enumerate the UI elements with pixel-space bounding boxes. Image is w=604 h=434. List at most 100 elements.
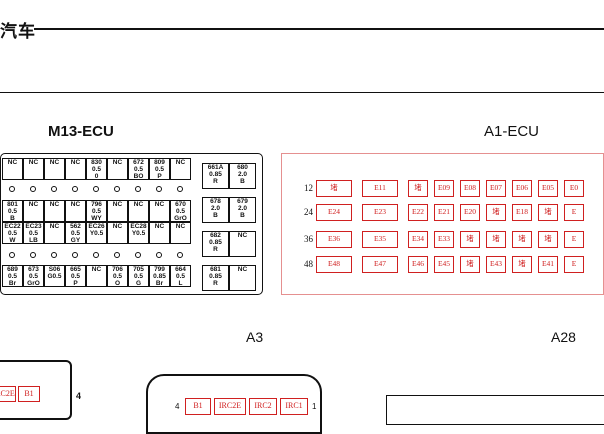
- m13-pin-cell: 796 0.5 WY: [86, 200, 107, 222]
- a1-pin: E09: [434, 180, 454, 197]
- a1-pin: E08: [460, 180, 480, 197]
- m13-pin-cell: NC: [149, 222, 170, 244]
- m13-pin-cell: NC: [23, 158, 44, 180]
- m13-pin-marker: [93, 186, 99, 192]
- m13-pin-marker: [72, 186, 78, 192]
- m13-right-pin-cell: 678 2.0 B: [202, 197, 229, 223]
- a1-pin: E: [564, 256, 584, 273]
- m13-pin-marker: [156, 186, 162, 192]
- m13-pin-cell: 799 0.85 Br: [149, 265, 170, 287]
- m13-pin-cell: S06 G0.5: [44, 265, 65, 287]
- m13-pin-cell: NC: [107, 158, 128, 180]
- a1-pin: E33: [434, 231, 454, 248]
- m13-pin-cell: NC: [2, 158, 23, 180]
- a1-pin: E0: [564, 180, 584, 197]
- page-title: 汽车: [0, 22, 36, 42]
- a1-row-number: 48: [304, 259, 313, 269]
- m13-pin-marker: [51, 186, 57, 192]
- m13-pin-cell: 801 0.5 B: [2, 200, 23, 222]
- m13-pin-marker: [30, 186, 36, 192]
- a1-pin: 堵: [486, 204, 506, 221]
- header-rule: [34, 28, 604, 30]
- m13-pin-cell: 706 0.5 O: [107, 265, 128, 287]
- m13-pin-cell: 562 0.5 GY: [65, 222, 86, 244]
- m13-pin-cell: EC22 0.5 W: [2, 222, 23, 244]
- m13-pin-cell: NC: [170, 158, 191, 180]
- a1-pin: E06: [512, 180, 532, 197]
- a1-pin: E35: [362, 231, 398, 248]
- a1-row-number: 36: [304, 234, 313, 244]
- m13-pin-marker: [177, 252, 183, 258]
- a1-connector-title: A1-ECU: [484, 123, 540, 140]
- a1-pin: E11: [362, 180, 398, 197]
- a3-side-number: 4: [76, 391, 82, 401]
- a1-pin: E45: [434, 256, 454, 273]
- a28-pin: B1: [185, 398, 211, 415]
- m13-pin-marker: [177, 186, 183, 192]
- a3-pin: RC2E: [0, 386, 16, 402]
- a1-pin: 堵: [486, 231, 506, 248]
- next-diagram-frame: [386, 395, 604, 425]
- m13-pin-cell: 705 0.5 G: [128, 265, 149, 287]
- m13-pin-cell: NC: [44, 200, 65, 222]
- a1-pin: E48: [316, 256, 352, 273]
- a1-pin: E23: [362, 204, 398, 221]
- a28-right-number: 1: [312, 402, 317, 411]
- m13-pin-cell: 670 0.5 GrO: [170, 200, 191, 222]
- m13-pin-cell: NC: [149, 200, 170, 222]
- a1-pin: 堵: [408, 180, 428, 197]
- a28-left-number: 4: [175, 402, 180, 411]
- a1-pin: 堵: [460, 256, 480, 273]
- m13-pin-cell: 689 0.5 Br: [2, 265, 23, 287]
- m13-right-pin-cell: 680 2.0 B: [229, 163, 256, 189]
- a1-pin: E47: [362, 256, 398, 273]
- a1-pin: E41: [538, 256, 558, 273]
- m13-connector-title: M13-ECU: [48, 123, 114, 140]
- m13-pin-marker: [156, 252, 162, 258]
- a1-pin: E43: [486, 256, 506, 273]
- m13-pin-cell: NC: [86, 265, 107, 287]
- m13-pin-cell: NC: [44, 222, 65, 244]
- m13-pin-cell: NC: [107, 200, 128, 222]
- a1-row-number: 24: [304, 207, 313, 217]
- m13-pin-marker: [114, 252, 120, 258]
- a1-pin: 堵: [460, 231, 480, 248]
- m13-pin-marker: [114, 186, 120, 192]
- m13-right-pin-cell: NC: [229, 231, 256, 257]
- a28-pin: IRC2E: [214, 398, 246, 415]
- m13-pin-cell: 664 0.5 L: [170, 265, 191, 287]
- a1-pin: 堵: [512, 231, 532, 248]
- a28-pin: IRC2: [249, 398, 277, 415]
- m13-pin-cell: 672 0.5 BO: [128, 158, 149, 180]
- a1-pin: E18: [512, 204, 532, 221]
- label-a28: A28: [551, 329, 576, 345]
- m13-right-pin-cell: 681 0.85 R: [202, 265, 229, 291]
- m13-pin-cell: NC: [44, 158, 65, 180]
- a1-pin: E05: [538, 180, 558, 197]
- a1-row-number: 12: [304, 183, 313, 193]
- m13-pin-cell: 809 0.5 P: [149, 158, 170, 180]
- a1-pin: E22: [408, 204, 428, 221]
- m13-pin-cell: 830 0.5 0: [86, 158, 107, 180]
- m13-right-pin-cell: NC: [229, 265, 256, 291]
- a28-pin: IRC1: [280, 398, 308, 415]
- a1-pin: E36: [316, 231, 352, 248]
- m13-pin-cell: NC: [170, 222, 191, 244]
- a1-connector-diagram: [281, 153, 604, 295]
- a1-pin: E07: [486, 180, 506, 197]
- m13-pin-cell: NC: [128, 200, 149, 222]
- m13-pin-cell: NC: [65, 158, 86, 180]
- m13-pin-cell: EC26 Y0.5: [86, 222, 107, 244]
- m13-pin-cell: EC28 Y0.5: [128, 222, 149, 244]
- a1-pin: 堵: [316, 180, 352, 197]
- m13-pin-marker: [135, 252, 141, 258]
- a1-pin: E24: [316, 204, 352, 221]
- m13-pin-marker: [72, 252, 78, 258]
- a1-pin: E20: [460, 204, 480, 221]
- a1-pin: E46: [408, 256, 428, 273]
- m13-right-pin-cell: 661A 0.85 R: [202, 163, 229, 189]
- m13-pin-marker: [93, 252, 99, 258]
- a1-pin: E: [564, 231, 584, 248]
- m13-pin-marker: [135, 186, 141, 192]
- m13-pin-cell: NC: [107, 222, 128, 244]
